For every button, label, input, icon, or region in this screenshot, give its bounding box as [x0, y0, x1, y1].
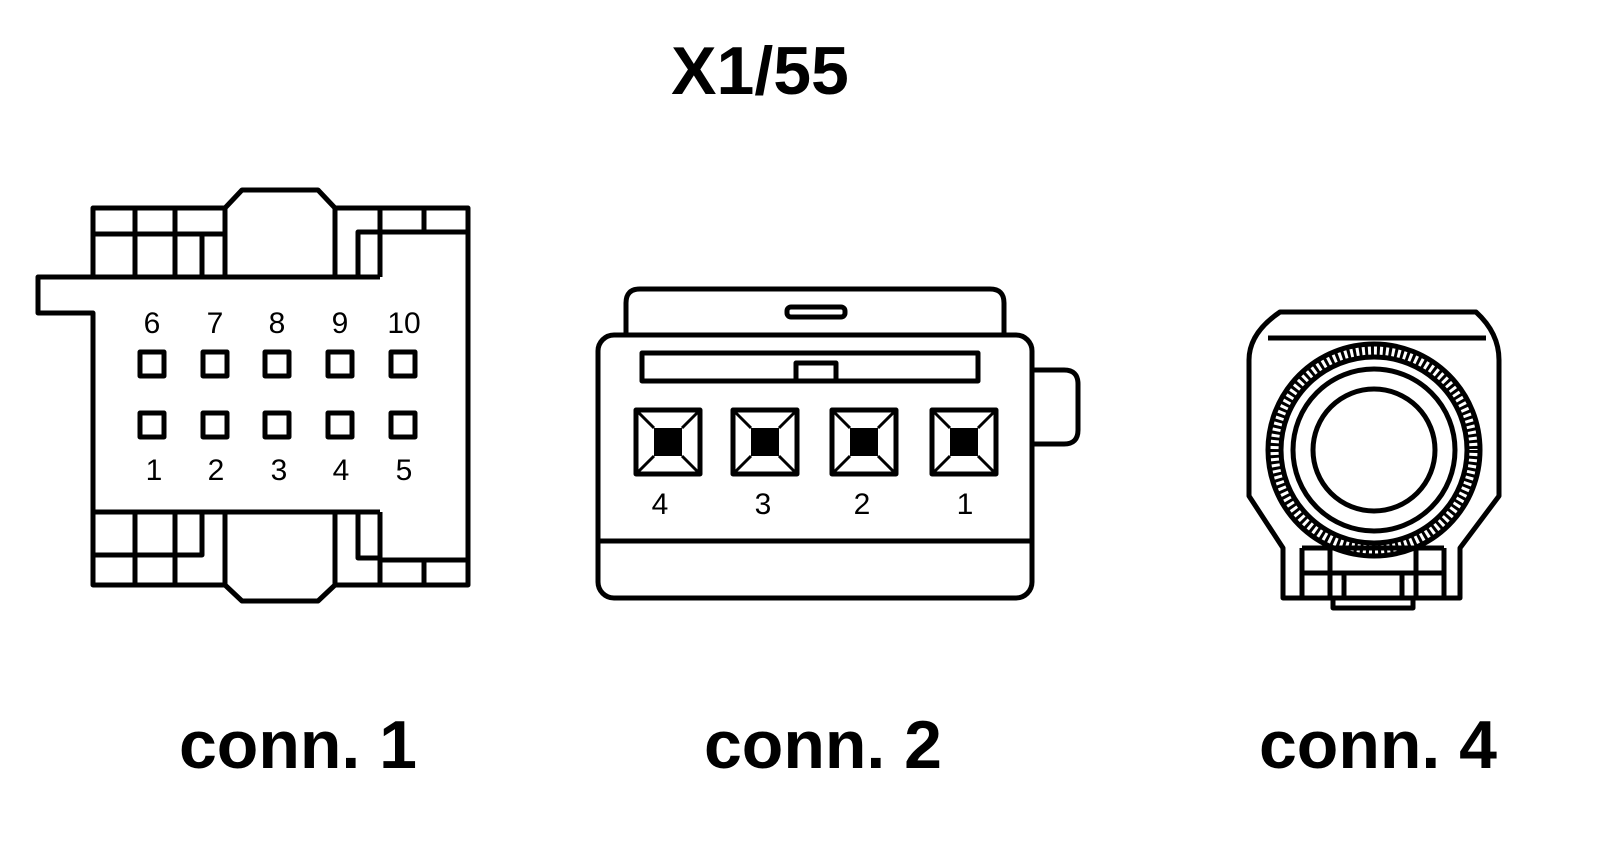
- connector-1: 6 7 8 9 10 1 2 3 4 5: [35, 187, 471, 604]
- connector-1-label: conn. 1: [179, 707, 417, 783]
- connector-4: [1246, 309, 1502, 611]
- pin-label: 4: [652, 488, 669, 521]
- pin-label: 1: [146, 454, 163, 487]
- pin-label: 9: [332, 307, 349, 340]
- diagram-title: X1/55: [671, 33, 849, 109]
- pin-label: 3: [755, 488, 772, 521]
- connector-1-pins-top: [137, 349, 418, 379]
- connector-2: 4 3 2 1: [595, 286, 1081, 601]
- connector-2-terminal: [829, 407, 899, 477]
- pin-label: 5: [396, 454, 413, 487]
- connector-4-label: conn. 4: [1259, 707, 1497, 783]
- pin-label: 2: [208, 454, 225, 487]
- connector-1-pins-bottom: [137, 410, 418, 440]
- connector-2-latch: [1022, 367, 1081, 447]
- connector-2-label: conn. 2: [704, 707, 942, 783]
- connector-2-terminal: [730, 407, 800, 477]
- connector-2-cap: [623, 286, 1007, 338]
- pin-label: 4: [333, 454, 350, 487]
- connector-2-terminal: [929, 407, 999, 477]
- pin-label: 3: [271, 454, 288, 487]
- pin-label: 1: [957, 488, 974, 521]
- connector-2-terminal: [633, 407, 703, 477]
- connector-1-housing: [35, 187, 471, 604]
- pin-label: 10: [387, 307, 420, 340]
- pin-label: 7: [207, 307, 224, 340]
- connector-2-housing: [595, 332, 1035, 601]
- pin-label: 6: [144, 307, 161, 340]
- pin-label: 2: [854, 488, 871, 521]
- pin-label: 8: [269, 307, 286, 340]
